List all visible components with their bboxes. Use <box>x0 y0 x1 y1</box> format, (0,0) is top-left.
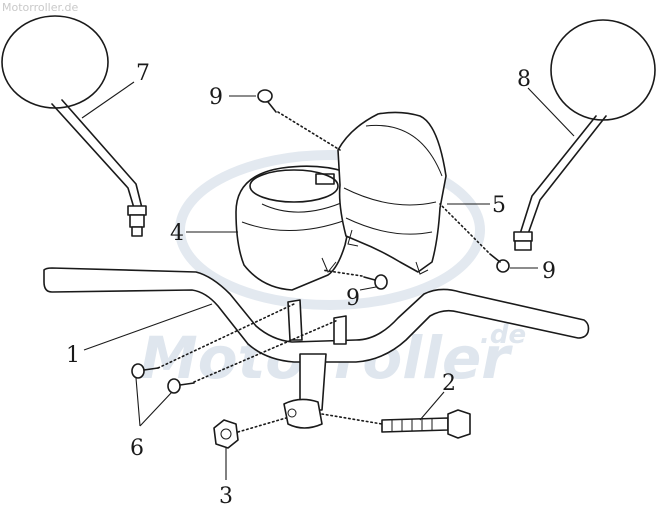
callout-3: 3 <box>219 484 233 509</box>
callout-6: 6 <box>130 436 144 461</box>
bolt <box>381 409 471 439</box>
callout-2: 2 <box>442 371 456 396</box>
callout-1: 1 <box>66 343 80 368</box>
callout-9-center: 9 <box>346 286 360 311</box>
callout-9-top: 9 <box>209 85 223 110</box>
left-mirror <box>1 15 147 237</box>
handlebar <box>43 267 590 429</box>
screws-cover <box>257 89 510 290</box>
callout-4: 4 <box>170 221 184 246</box>
assembly-lines <box>157 111 489 433</box>
corner-watermark: Motorroller.de <box>2 1 79 14</box>
callout-7: 7 <box>136 61 150 86</box>
callout-labels: 7 8 9 5 9 9 4 1 2 6 3 <box>66 61 556 509</box>
callout-9-right: 9 <box>542 259 556 284</box>
handlebar-cover-rear <box>337 111 447 275</box>
screws-lower <box>131 363 195 394</box>
handlebar-cover-front <box>235 165 352 291</box>
callout-5: 5 <box>492 193 506 218</box>
nut <box>213 419 239 449</box>
callout-8: 8 <box>517 67 531 92</box>
leader-lines <box>81 81 575 480</box>
right-mirror <box>513 19 656 251</box>
